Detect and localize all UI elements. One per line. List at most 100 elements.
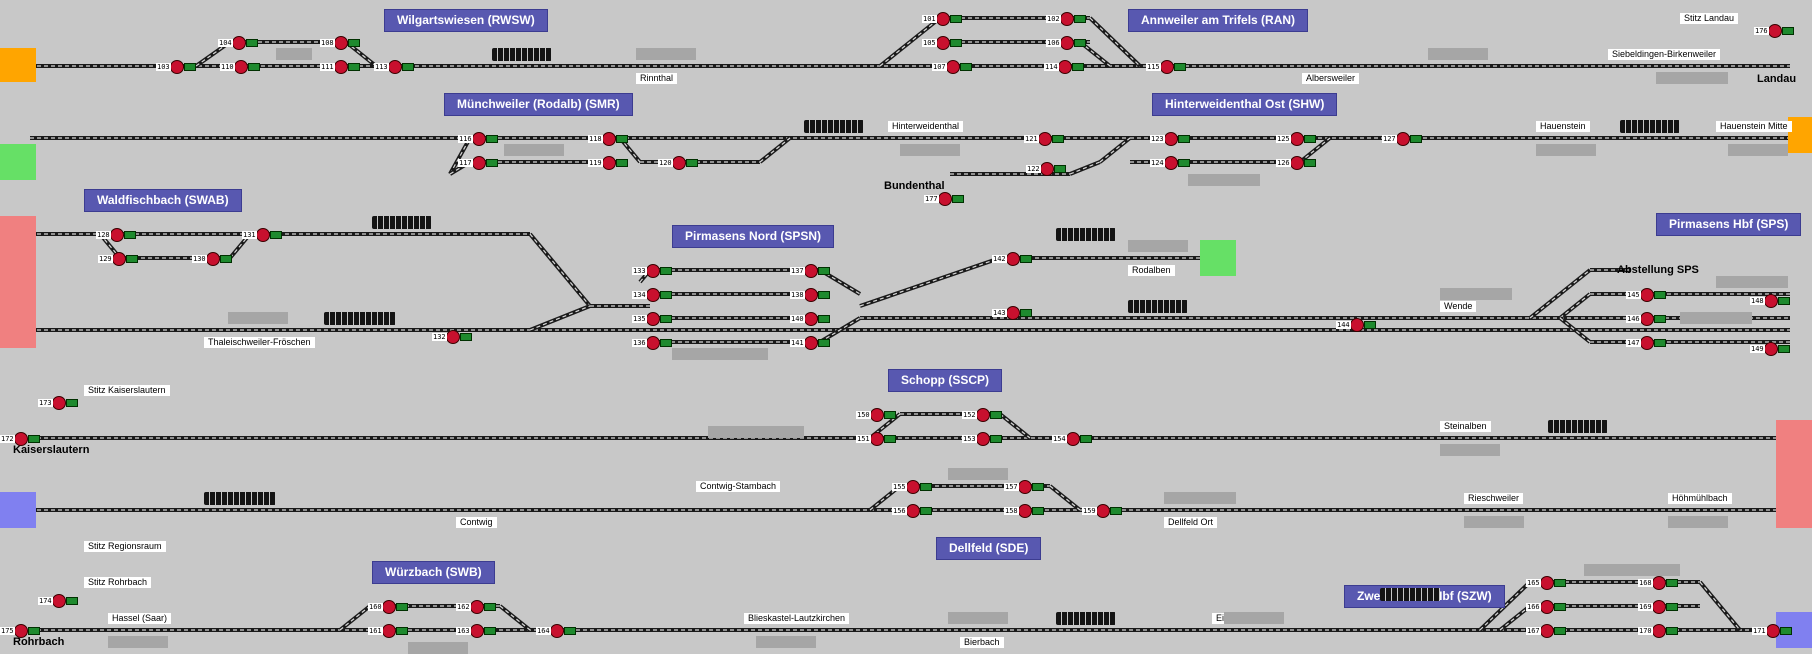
signal-icon[interactable]	[906, 504, 920, 518]
signal-icon[interactable]	[382, 624, 396, 638]
city-bundenthal[interactable]: Bundenthal	[884, 180, 945, 192]
axle-counter-block[interactable]	[492, 48, 552, 61]
label-stitz-landau[interactable]: Stitz Landau	[1680, 13, 1739, 24]
track-szw-diag[interactable]	[1498, 604, 1532, 632]
axle-counter-block[interactable]	[1128, 300, 1188, 313]
signal-icon[interactable]	[234, 60, 248, 74]
station-header-swb[interactable]: Würzbach (SWB)	[372, 561, 495, 584]
signal-icon[interactable]	[1640, 288, 1654, 302]
label-stitz-kaiserslautern[interactable]: Stitz Kaiserslautern	[84, 385, 170, 396]
signal-icon[interactable]	[1040, 162, 1054, 176]
edge-marker-east-steinalben[interactable]	[1776, 420, 1812, 528]
signal-icon[interactable]	[1164, 132, 1178, 146]
label-stitz-regionsraum[interactable]: Stitz Regionsraum	[84, 541, 166, 552]
signal-icon[interactable]	[1652, 600, 1666, 614]
track-swb-diag[interactable]	[498, 604, 532, 632]
track-shw-bundenthal[interactable]	[1069, 160, 1101, 176]
station-header-sps[interactable]: Pirmasens Hbf (SPS)	[1656, 213, 1802, 236]
signal-icon[interactable]	[52, 396, 66, 410]
city-landau[interactable]: Landau	[1757, 73, 1797, 85]
station-header-sde[interactable]: Dellfeld (SDE)	[936, 537, 1042, 560]
track-spsn-west-diag[interactable]	[529, 304, 591, 332]
axle-counter-block[interactable]	[372, 216, 432, 229]
signal-icon[interactable]	[470, 600, 484, 614]
signal-icon[interactable]	[112, 252, 126, 266]
track-sps-diag[interactable]	[1558, 292, 1592, 320]
track-sps-diag[interactable]	[1558, 316, 1592, 344]
signal-icon[interactable]	[1160, 60, 1174, 74]
signal-icon[interactable]	[52, 594, 66, 608]
signal-icon[interactable]	[804, 264, 818, 278]
signal-icon[interactable]	[936, 12, 950, 26]
track-ran-diag[interactable]	[878, 16, 942, 68]
signal-icon[interactable]	[334, 60, 348, 74]
signal-icon[interactable]	[1540, 624, 1554, 638]
axle-counter-block[interactable]	[1056, 228, 1116, 241]
signal-icon[interactable]	[1018, 504, 1032, 518]
signal-icon[interactable]	[976, 408, 990, 422]
signal-icon[interactable]	[646, 288, 660, 302]
station-header-ran[interactable]: Annweiler am Trifels (RAN)	[1128, 9, 1309, 32]
track-smr-diag[interactable]	[448, 137, 472, 175]
track-szw-diag[interactable]	[1478, 580, 1532, 632]
signal-icon[interactable]	[110, 228, 124, 242]
signal-icon[interactable]	[446, 330, 460, 344]
signal-icon[interactable]	[1766, 624, 1780, 638]
signal-icon[interactable]	[646, 312, 660, 326]
edge-marker-west-contwig[interactable]	[0, 492, 36, 528]
station-header-swab[interactable]: Waldfischbach (SWAB)	[84, 189, 242, 212]
signal-icon[interactable]	[232, 36, 246, 50]
signal-icon[interactable]	[1540, 600, 1554, 614]
signal-icon[interactable]	[1006, 252, 1020, 266]
edge-marker-west-waldfischbach[interactable]	[0, 216, 36, 348]
signal-icon[interactable]	[14, 624, 28, 638]
signal-icon[interactable]	[1038, 132, 1052, 146]
signal-icon[interactable]	[906, 480, 920, 494]
track-szw-diag[interactable]	[1698, 580, 1742, 632]
signal-icon[interactable]	[1290, 132, 1304, 146]
signal-icon[interactable]	[206, 252, 220, 266]
signal-icon[interactable]	[472, 156, 486, 170]
signal-icon[interactable]	[804, 288, 818, 302]
track-swb-diag[interactable]	[338, 604, 372, 632]
station-header-sscp[interactable]: Schopp (SSCP)	[888, 369, 1003, 392]
axle-counter-block[interactable]	[1548, 420, 1608, 433]
signal-icon[interactable]	[472, 132, 486, 146]
signal-icon[interactable]	[14, 432, 28, 446]
axle-counter-block[interactable]	[1056, 612, 1116, 625]
signal-icon[interactable]	[256, 228, 270, 242]
signal-icon[interactable]	[550, 624, 564, 638]
signal-icon[interactable]	[388, 60, 402, 74]
signal-icon[interactable]	[1396, 132, 1410, 146]
axle-counter-block[interactable]	[324, 312, 396, 325]
signal-icon[interactable]	[470, 624, 484, 638]
signal-icon[interactable]	[938, 192, 952, 206]
signal-icon[interactable]	[1164, 156, 1178, 170]
track-ran-diag[interactable]	[1088, 16, 1142, 68]
signal-icon[interactable]	[646, 264, 660, 278]
signal-icon[interactable]	[1540, 576, 1554, 590]
signal-icon[interactable]	[936, 36, 950, 50]
signal-icon[interactable]	[804, 312, 818, 326]
signal-icon[interactable]	[170, 60, 184, 74]
axle-counter-block[interactable]	[1380, 588, 1440, 601]
signal-icon[interactable]	[672, 156, 686, 170]
signal-icon[interactable]	[1764, 294, 1778, 308]
signal-icon[interactable]	[946, 60, 960, 74]
signal-icon[interactable]	[804, 336, 818, 350]
signal-icon[interactable]	[646, 336, 660, 350]
edge-marker-west-landau-line[interactable]	[0, 48, 36, 82]
signal-icon[interactable]	[602, 132, 616, 146]
station-header-shw[interactable]: Hinterweidenthal Ost (SHW)	[1152, 93, 1338, 116]
edge-marker-rodalben[interactable]	[1200, 240, 1236, 276]
edge-marker-east-landau[interactable]	[1788, 117, 1812, 153]
signal-icon[interactable]	[1652, 624, 1666, 638]
track-spsn-rodalben[interactable]	[859, 256, 1001, 308]
signal-icon[interactable]	[1018, 480, 1032, 494]
station-header-smr[interactable]: Münchweiler (Rodalb) (SMR)	[444, 93, 633, 116]
signal-icon[interactable]	[976, 432, 990, 446]
signal-icon[interactable]	[870, 432, 884, 446]
signal-icon[interactable]	[334, 36, 348, 50]
edge-marker-west-bundenthal[interactable]	[0, 144, 36, 180]
signal-icon[interactable]	[1058, 60, 1072, 74]
